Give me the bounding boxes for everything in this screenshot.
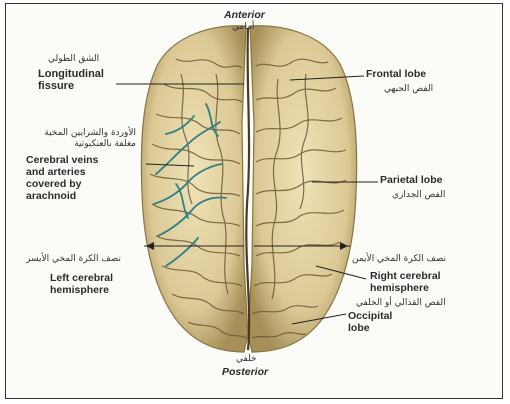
right-hemisphere-label: Right cerebral hemisphere bbox=[370, 270, 441, 294]
left-hemisphere-label: Left cerebral hemisphere bbox=[50, 272, 113, 296]
cerebral-veins-label-ar: الأوردة والشرايين المخية مغلفة بالعنكبوت… bbox=[26, 128, 136, 150]
right-hemisphere-shape bbox=[248, 26, 357, 352]
anterior-label-ar: أمامي bbox=[232, 22, 254, 33]
frontal-lobe-label: Frontal lobe bbox=[366, 68, 426, 80]
left-hemisphere-label-ar: نصف الكرة المخي الأيسر bbox=[26, 254, 121, 265]
anterior-label: Anterior bbox=[224, 9, 265, 21]
frontal-lobe-label-ar: الفص الجبهي bbox=[384, 84, 433, 95]
longitudinal-fissure-label-ar: الشق الطولي bbox=[48, 54, 99, 65]
figure-frame: Anterior أمامي خلفي Posterior الشق الطول… bbox=[5, 3, 503, 399]
longitudinal-fissure-label: Longitudinal fissure bbox=[38, 68, 104, 92]
cerebral-veins-label: Cerebral veins and arteries covered by a… bbox=[26, 154, 98, 202]
parietal-lobe-label-ar: الفص الجداري bbox=[392, 190, 445, 201]
posterior-label: Posterior bbox=[222, 366, 268, 378]
right-hemisphere-label-ar: نصف الكرة المخي الأيمن bbox=[352, 254, 446, 265]
occipital-lobe-label-ar: الفص القذالي أو الخلفي bbox=[356, 298, 446, 309]
posterior-label-ar: خلفي bbox=[236, 354, 257, 365]
left-hemisphere-shape bbox=[141, 26, 248, 352]
occipital-lobe-label: Occipital lobe bbox=[348, 310, 392, 334]
parietal-lobe-label: Parietal lobe bbox=[380, 174, 442, 186]
